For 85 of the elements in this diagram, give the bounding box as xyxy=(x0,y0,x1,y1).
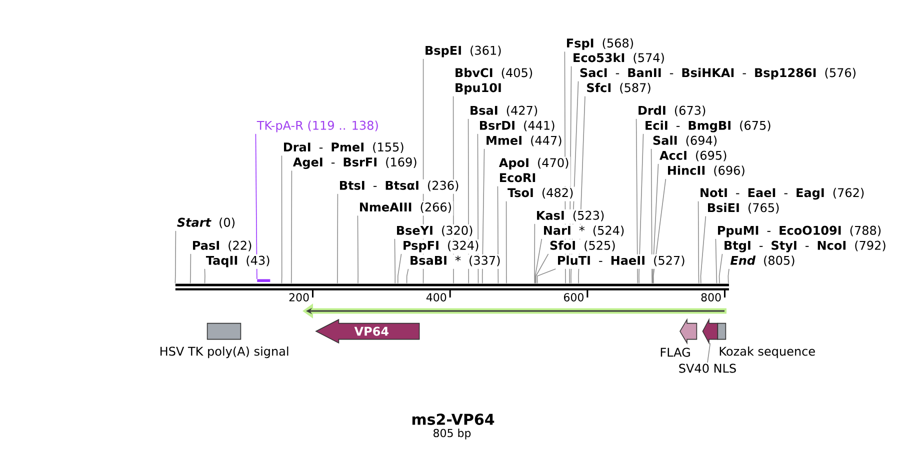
enzyme-site-label: AccI (695) xyxy=(660,150,726,162)
enzyme-site-label: Eco53kI (574) xyxy=(574,52,664,64)
leader-line xyxy=(497,186,499,284)
leader-line xyxy=(394,238,396,284)
feature-label: HSV TK poly(A) signal xyxy=(160,346,288,358)
leader-line xyxy=(190,254,192,284)
map-title: ms2-VP64 xyxy=(412,414,494,425)
leader-line xyxy=(357,215,358,284)
enzyme-site-label: PspFI (324) xyxy=(404,240,478,252)
leader-line xyxy=(534,238,542,284)
leader-line xyxy=(255,134,258,280)
enzyme-site-label: BsrDI (441) xyxy=(480,120,554,132)
leader-line xyxy=(174,230,176,284)
scale-label: 400 xyxy=(426,293,446,302)
leader-line xyxy=(506,200,507,284)
enzyme-site-label: End (805) xyxy=(730,256,794,266)
enzyme-site-label: BtsI - BtsαI (236) xyxy=(340,180,458,192)
enzyme-site-label: BspEI (361) xyxy=(426,46,501,58)
enzyme-site-label: BtgI - StyI - NcoI (792) xyxy=(724,240,886,252)
leader-line xyxy=(397,254,402,284)
enzyme-site-label: ApoI (470) EcoRI xyxy=(498,158,568,182)
feature-label: FLAG xyxy=(660,348,690,357)
leader-line xyxy=(650,148,653,284)
leader-line xyxy=(564,51,566,284)
enzyme-site-label: NotI - EaeI - EagI (762) xyxy=(700,188,864,200)
leader-line xyxy=(636,118,638,284)
enzyme-site-label: SfoI (525) xyxy=(550,240,615,252)
leader-line xyxy=(698,200,700,284)
sequence-length: 805 bp xyxy=(434,428,471,440)
enzyme-site-label: SacI - BanII - BsiHKAI - Bsp1286I (576) xyxy=(580,68,856,80)
leader-line xyxy=(290,170,292,284)
enzyme-site-label: TsoI (482) xyxy=(508,188,573,199)
leader-line xyxy=(652,178,666,284)
leader-line xyxy=(715,238,718,284)
enzyme-site-label: SfcI (587) xyxy=(587,82,650,94)
enzyme-site-label: KasI (523) xyxy=(537,210,604,222)
enzyme-site-label: BseYI (320) xyxy=(397,226,472,236)
leader-line xyxy=(638,134,644,284)
leader-line xyxy=(536,268,556,284)
leader-line xyxy=(281,155,282,284)
primer-bar xyxy=(257,279,270,282)
scale-label: 600 xyxy=(564,293,584,302)
enzyme-site-label: HincII (696) xyxy=(668,166,744,176)
leader-line xyxy=(569,66,572,284)
enzyme-site-label: Start (0) xyxy=(177,218,234,228)
leader-line xyxy=(477,134,479,284)
leader-line xyxy=(652,164,659,284)
leader-line xyxy=(452,96,454,284)
enzyme-site-label: NarI* (524) xyxy=(544,226,624,236)
scale-label: 800 xyxy=(701,293,721,302)
enzyme-site-label: PasI (22) xyxy=(193,240,252,252)
enzyme-site-label: BsaBI* (337) xyxy=(410,256,500,266)
enzyme-site-label: BsiEI (765) xyxy=(708,202,779,214)
feature-label: Kozak sequence xyxy=(720,346,815,358)
leader-line xyxy=(700,216,706,284)
scale-label: 200 xyxy=(289,293,309,302)
enzyme-site-label: PpuMI - EcoO109I (788) xyxy=(718,226,881,238)
leader-line xyxy=(204,268,206,284)
leader-line xyxy=(422,58,424,284)
leader-line xyxy=(536,254,549,284)
leader-line xyxy=(578,96,586,284)
leader-line xyxy=(570,80,579,284)
feature-label: SV40 NLS xyxy=(679,364,736,373)
enzyme-site-label: FspI (568) xyxy=(567,38,634,50)
enzyme-site-label: SalI (694) xyxy=(653,136,717,146)
enzyme-site-label: DrdI (673) xyxy=(638,106,706,116)
enzyme-site-label: AgeI - BsrFI (169) xyxy=(292,157,416,169)
dna-sequence-bar xyxy=(175,284,729,290)
enzyme-site-label: MmeI (447) xyxy=(486,136,562,146)
enzyme-site-label: NmeAIII (266) xyxy=(360,202,451,213)
enzyme-site-label: BbvCI (405) Bpu10I xyxy=(456,68,532,94)
leader-line xyxy=(406,268,409,284)
enzyme-site-label: TaqII (43) xyxy=(206,256,270,268)
enzyme-site-label: DraI - PmeI (155) xyxy=(284,142,404,153)
enzyme-site-label: EciI - BmgBI (675) xyxy=(646,120,770,132)
enzyme-site-label: BsaI (427) xyxy=(470,106,538,116)
leader-line xyxy=(534,224,536,284)
leader-line xyxy=(728,268,730,284)
leader-line xyxy=(707,342,711,363)
leader-line xyxy=(337,194,338,284)
primer-label: TK-pA-R (119 .. 138) xyxy=(256,120,378,132)
leader-line xyxy=(718,254,723,284)
leader-line xyxy=(468,118,470,284)
leader-line xyxy=(482,148,485,284)
enzyme-site-label: PluTI - HaeII (527) xyxy=(558,256,684,266)
